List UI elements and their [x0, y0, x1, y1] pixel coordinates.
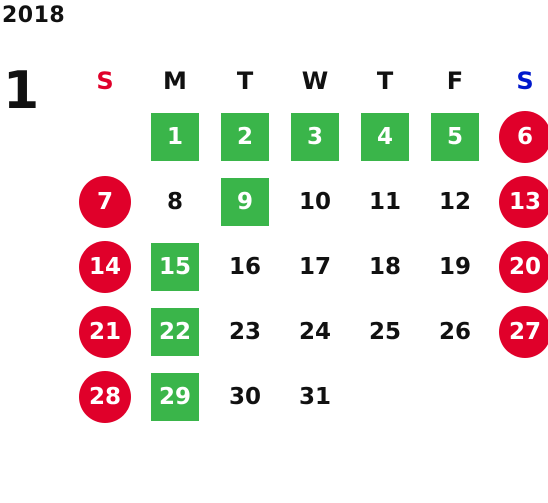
day-21[interactable]: 21: [79, 305, 131, 358]
day-8[interactable]: 8: [166, 188, 183, 215]
calendar-cell: 31: [280, 364, 350, 429]
calendar-cell: 15: [140, 234, 210, 299]
day-29[interactable]: 29: [151, 372, 199, 421]
calendar-cell: 1: [140, 104, 210, 169]
calendar-cell: [350, 364, 420, 429]
weekday-header-4: T: [376, 67, 394, 95]
weekday-header-1: M: [163, 67, 187, 95]
calendar-cell: 5: [420, 104, 490, 169]
calendar-cell: 18: [350, 234, 420, 299]
day-5[interactable]: 5: [431, 112, 479, 161]
calendar-cell: 19: [420, 234, 490, 299]
weekday-header-0: S: [96, 67, 114, 95]
calendar-cell: 2: [210, 104, 280, 169]
weekday-header-2: T: [236, 67, 254, 95]
day-10[interactable]: 10: [298, 188, 331, 215]
calendar-cell: 30: [210, 364, 280, 429]
day-9[interactable]: 9: [221, 177, 269, 226]
calendar-cell: 8: [140, 169, 210, 234]
day-17[interactable]: 17: [298, 253, 331, 280]
calendar-cell: 28: [70, 364, 140, 429]
day-15[interactable]: 15: [151, 242, 199, 291]
day-20[interactable]: 20: [499, 240, 548, 293]
day-26[interactable]: 26: [438, 318, 471, 345]
weekday-header-3: W: [301, 67, 329, 95]
calendar-cell: 25: [350, 299, 420, 364]
calendar-cell: 12: [420, 169, 490, 234]
day-16[interactable]: 16: [228, 253, 261, 280]
calendar-cell: 23: [210, 299, 280, 364]
year-label: 2018: [2, 3, 66, 28]
calendar-cell: [70, 104, 140, 169]
day-31[interactable]: 31: [298, 383, 331, 410]
calendar-cell: 27: [490, 299, 548, 364]
calendar-cell: 21: [70, 299, 140, 364]
day-4[interactable]: 4: [361, 112, 409, 161]
calendar-cell: 16: [210, 234, 280, 299]
day-19[interactable]: 19: [438, 253, 471, 280]
calendar-cell: 9: [210, 169, 280, 234]
calendar-cell: 4: [350, 104, 420, 169]
calendar-cell: 26: [420, 299, 490, 364]
day-14[interactable]: 14: [79, 240, 131, 293]
calendar-cell: 29: [140, 364, 210, 429]
calendar-cell: 7: [70, 169, 140, 234]
calendar-cell: 11: [350, 169, 420, 234]
day-27[interactable]: 27: [499, 305, 548, 358]
day-12[interactable]: 12: [438, 188, 471, 215]
day-28[interactable]: 28: [79, 370, 131, 423]
calendar-cell: 20: [490, 234, 548, 299]
day-6[interactable]: 6: [499, 110, 548, 163]
calendar-cell: 3: [280, 104, 350, 169]
day-18[interactable]: 18: [368, 253, 401, 280]
day-24[interactable]: 24: [298, 318, 331, 345]
calendar-cell: 13: [490, 169, 548, 234]
calendar-cell: [420, 364, 490, 429]
calendar-cell: 14: [70, 234, 140, 299]
day-1[interactable]: 1: [151, 112, 199, 161]
calendar-cell: 22: [140, 299, 210, 364]
day-30[interactable]: 30: [228, 383, 261, 410]
day-13[interactable]: 13: [499, 175, 548, 228]
day-22[interactable]: 22: [151, 307, 199, 356]
calendar-cell: 17: [280, 234, 350, 299]
month-number: 1: [3, 61, 40, 121]
calendar-cell: 6: [490, 104, 548, 169]
weekday-header-6: S: [516, 67, 534, 95]
day-11[interactable]: 11: [368, 188, 401, 215]
day-23[interactable]: 23: [228, 318, 261, 345]
day-7[interactable]: 7: [79, 175, 131, 228]
day-2[interactable]: 2: [221, 112, 269, 161]
day-25[interactable]: 25: [368, 318, 401, 345]
calendar-cell: [490, 364, 548, 429]
day-3[interactable]: 3: [291, 112, 339, 161]
calendar-cell: 24: [280, 299, 350, 364]
weekday-header-5: F: [446, 67, 464, 95]
calendar-cell: 10: [280, 169, 350, 234]
